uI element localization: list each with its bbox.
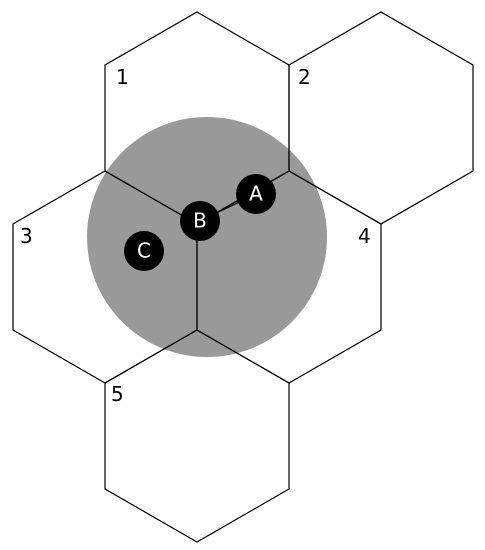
node-a-label: A	[249, 182, 263, 206]
hex-cell-5	[104, 329, 290, 543]
node-b[interactable]: B	[180, 201, 220, 241]
cell-label-5: 5	[111, 382, 124, 406]
cell-label-2: 2	[298, 65, 311, 89]
cell-label-1: 1	[116, 65, 129, 89]
node-b-label: B	[193, 209, 207, 233]
node-a[interactable]: A	[236, 174, 276, 214]
node-c-label: C	[137, 239, 151, 263]
cell-label-3: 3	[20, 224, 33, 248]
cell-label-4: 4	[358, 224, 371, 248]
node-c[interactable]: C	[124, 231, 164, 271]
